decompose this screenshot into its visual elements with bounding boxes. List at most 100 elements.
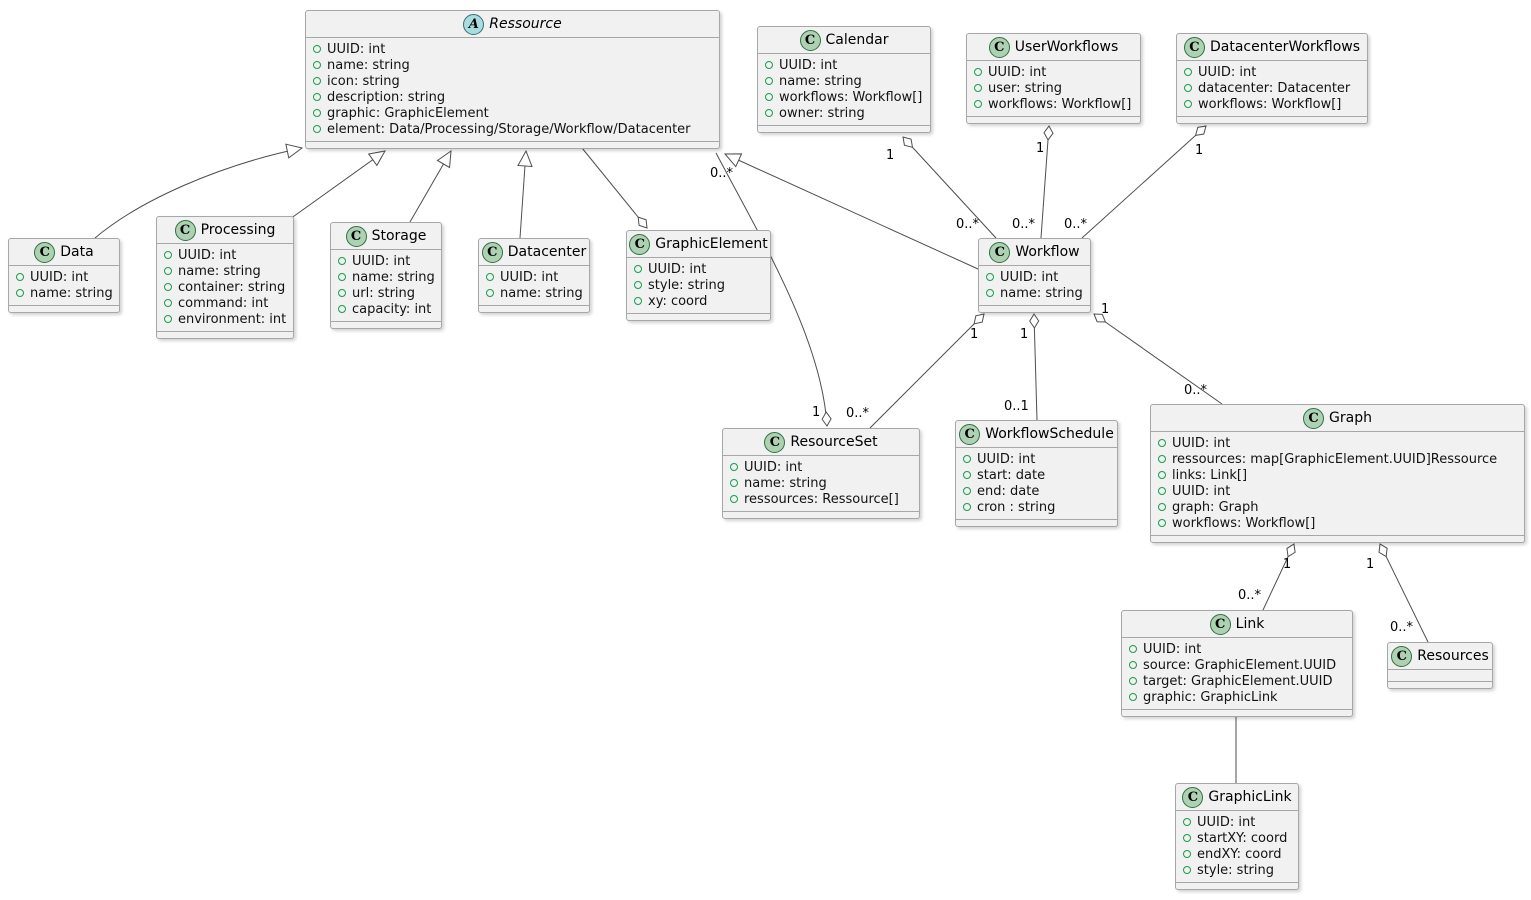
field-visibility-icon (164, 267, 172, 275)
attribute-row: capacity: int (338, 301, 433, 317)
attribute-row: UUID: int (164, 247, 285, 263)
field-visibility-icon (1183, 850, 1191, 858)
field-visibility-icon (730, 479, 738, 487)
field-visibility-icon (634, 265, 642, 273)
field-visibility-icon (1158, 487, 1166, 495)
attribute-text: name: string (744, 475, 827, 491)
attribute-text: url: string (352, 285, 416, 301)
attribute-text: start: date (977, 467, 1046, 483)
attribute-row: xy: coord (634, 293, 762, 309)
attribute-text: target: GraphicElement.UUID (1143, 673, 1333, 689)
attribute-text: container: string (178, 279, 286, 295)
field-visibility-icon (313, 77, 321, 85)
class-resource-set-methods (723, 512, 919, 518)
field-visibility-icon (963, 471, 971, 479)
attribute-row: name: string (338, 269, 435, 285)
attribute-text: startXY: coord (1197, 830, 1288, 846)
attribute-text: datacenter: Datacenter (1198, 80, 1351, 96)
attribute-row: style: string (1183, 862, 1290, 878)
class-graphic-link-methods (1176, 883, 1298, 889)
attribute-text: name: string (1000, 285, 1083, 301)
class-name: UserWorkflows (1014, 39, 1119, 55)
attribute-row: name: string (730, 475, 911, 491)
attribute-text: UUID: int (744, 459, 803, 475)
attribute-row: UUID: int (1184, 64, 1359, 80)
field-visibility-icon (338, 273, 346, 281)
field-visibility-icon (1158, 455, 1166, 463)
class-workflow-schedule-methods (956, 520, 1117, 526)
attribute-text: name: string (327, 57, 410, 73)
attribute-text: environment: int (178, 311, 287, 327)
field-visibility-icon (164, 299, 172, 307)
class-ressource-methods (306, 142, 719, 148)
attribute-row: name: string (486, 285, 583, 301)
attribute-row: ressources: Ressource[] (730, 491, 911, 507)
class-calendar-methods (758, 126, 930, 132)
class-stereotype-icon: C (1182, 786, 1204, 808)
attribute-text: command: int (178, 295, 269, 311)
attribute-row: name: string (16, 285, 113, 301)
class-stereotype-icon: C (345, 225, 367, 247)
field-visibility-icon (765, 93, 773, 101)
attribute-text: workflows: Workflow[] (779, 89, 923, 105)
attribute-row: url: string (338, 285, 433, 301)
class-name: Workflow (1015, 244, 1080, 260)
attribute-text: cron : string (977, 499, 1056, 515)
class-stereotype-icon: C (34, 241, 56, 263)
field-visibility-icon (1158, 519, 1166, 527)
attribute-row: name: string (164, 263, 285, 279)
attribute-row: description: string (313, 89, 711, 105)
field-visibility-icon (765, 61, 773, 69)
field-visibility-icon (765, 109, 773, 117)
attribute-text: style: string (1197, 862, 1275, 878)
field-visibility-icon (164, 251, 172, 259)
class-stereotype-icon: C (1209, 613, 1231, 635)
attribute-text: icon: string (327, 73, 400, 89)
class-resources-methods (1388, 682, 1492, 688)
field-visibility-icon (486, 289, 494, 297)
abstract-stereotype-icon: A (463, 13, 485, 35)
attribute-text: element: Data/Processing/Storage/Workflo… (327, 121, 691, 137)
field-visibility-icon (730, 463, 738, 471)
attribute-row: startXY: coord (1183, 830, 1290, 846)
field-visibility-icon (1183, 834, 1191, 842)
class-name: Storage (371, 228, 427, 244)
class-stereotype-icon: C (1391, 645, 1413, 667)
attribute-row: target: GraphicElement.UUID (1129, 673, 1344, 689)
attribute-row: cron : string (963, 499, 1109, 515)
attribute-row: workflows: Workflow[] (974, 96, 1132, 112)
field-visibility-icon (1158, 439, 1166, 447)
attribute-text: owner: string (779, 105, 865, 121)
field-visibility-icon (986, 273, 994, 281)
field-visibility-icon (1184, 100, 1192, 108)
field-visibility-icon (16, 273, 24, 281)
attribute-text: name: string (779, 73, 862, 89)
class-processing-methods (157, 332, 293, 338)
